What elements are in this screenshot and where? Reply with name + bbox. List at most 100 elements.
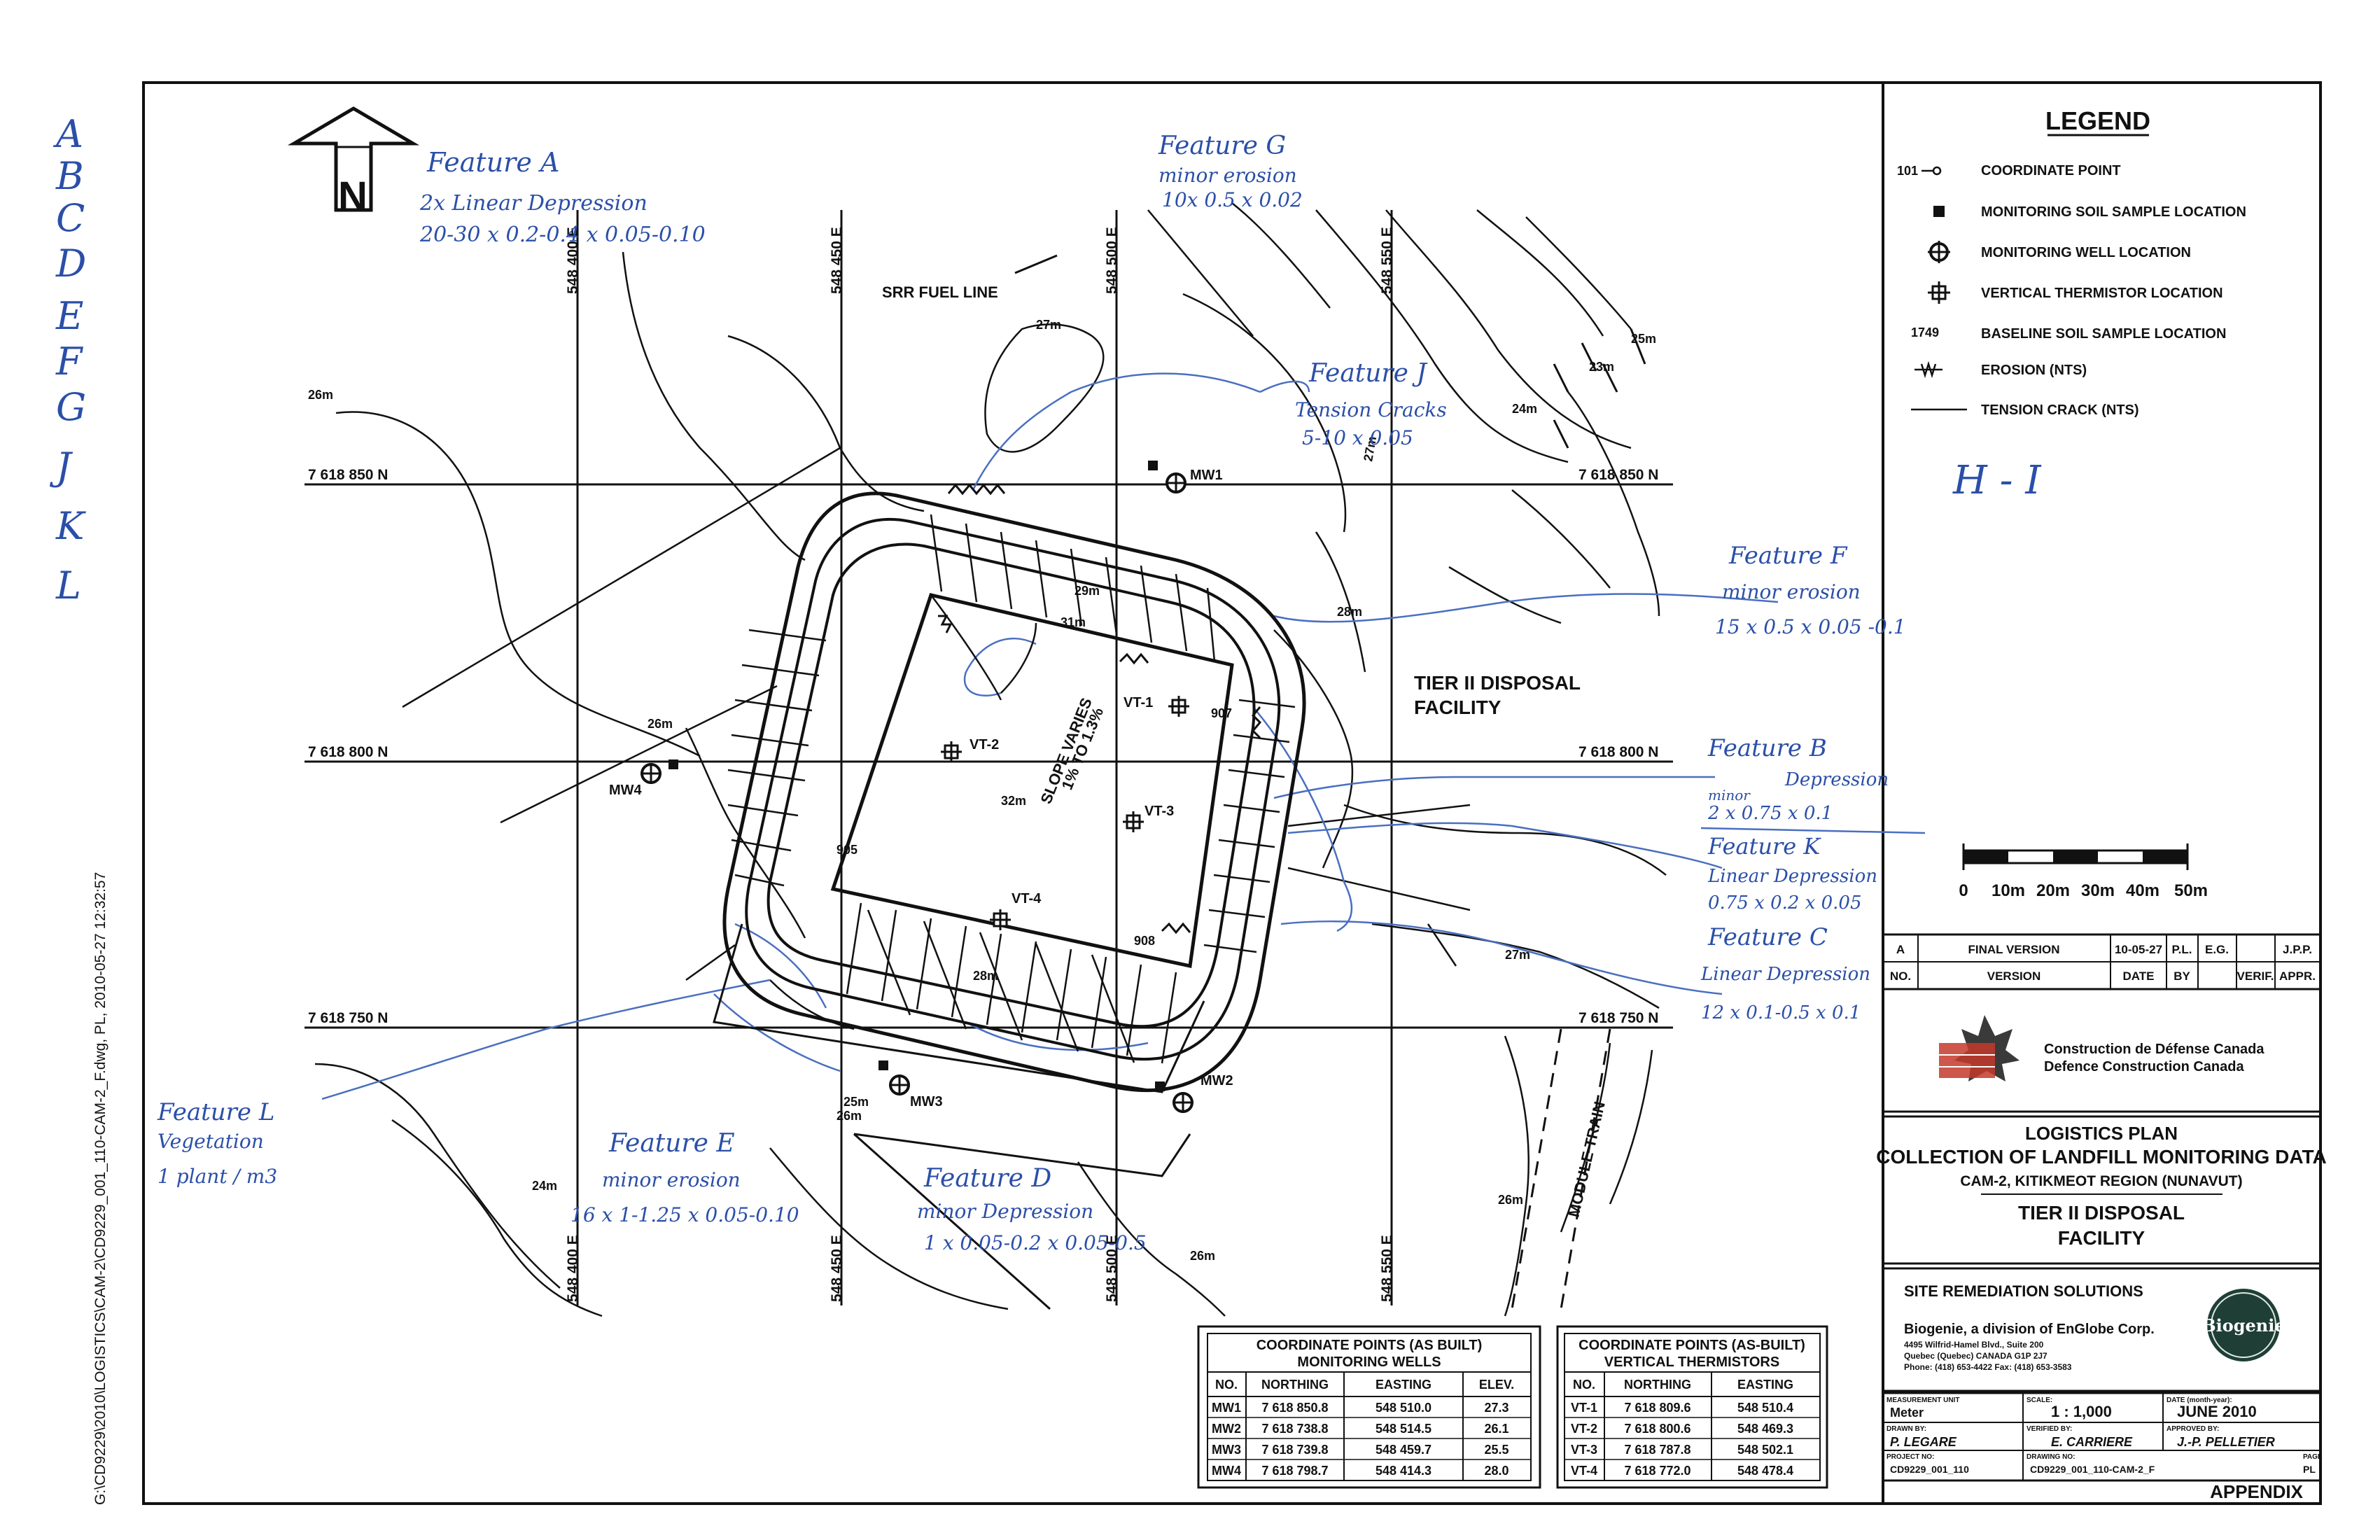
legend-item: VERTICAL THERMISTOR LOCATION — [1928, 281, 2223, 304]
scale-tick: 40m — [2126, 881, 2160, 900]
easting-label: 548 450 E — [829, 1235, 845, 1302]
svg-text:BASELINE SOIL SAMPLE LOCATION: BASELINE SOIL SAMPLE LOCATION — [1981, 326, 2226, 342]
title-line: COLLECTION OF LANDFILL MONITORING DATA — [1876, 1146, 2326, 1168]
table-header: EASTING — [1376, 1378, 1432, 1392]
table-title: MONITORING WELLS — [1297, 1354, 1441, 1370]
title-line: FACILITY — [2058, 1227, 2146, 1249]
svg-text:548 459.7: 548 459.7 — [1376, 1443, 1432, 1457]
contour-label: 27m — [1036, 318, 1061, 332]
svg-text:101: 101 — [1897, 164, 1918, 178]
margin-letter: J — [49, 444, 74, 489]
consultant-block: SITE REMEDIATION SOLUTIONS Biogenie, a d… — [1882, 1267, 2322, 1392]
svg-text:Feature E: Feature E — [608, 1129, 735, 1158]
thermistor: VT-2 — [941, 737, 999, 762]
consultant-address: 4495 Wilfrid-Hamel Blvd., Suite 200 — [1904, 1340, 2044, 1350]
svg-text:2x Linear Depression: 2x Linear Depression — [419, 191, 648, 216]
margin-letter: E — [55, 294, 83, 338]
svg-text:TENSION CRACK (NTS): TENSION CRACK (NTS) — [1981, 402, 2139, 418]
svg-text:CD9229_001_110-CAM-2_F: CD9229_001_110-CAM-2_F — [2030, 1464, 2155, 1475]
legend-item: EROSION (NTS) — [1914, 360, 2087, 379]
svg-text:COORDINATE POINT: COORDINATE POINT — [1981, 163, 2121, 178]
svg-text:P. LEGARE: P. LEGARE — [1890, 1435, 1957, 1449]
svg-text:Meter: Meter — [1890, 1406, 1924, 1420]
svg-text:10x 0.5 x 0.02: 10x 0.5 x 0.02 — [1162, 188, 1303, 211]
point-label: 905 — [836, 843, 858, 857]
svg-text:PROJECT NO:: PROJECT NO: — [1886, 1453, 1934, 1461]
table-header: EASTING — [1737, 1378, 1793, 1392]
thermistor: VT-1 — [1124, 695, 1189, 717]
feature-l-note: Feature L Vegetation 1 plant / m3 — [157, 1098, 277, 1188]
wells-coordinate-table: COORDINATE POINTS (AS BUILT) MONITORING … — [1197, 1325, 1541, 1489]
svg-text:Depression: Depression — [1784, 769, 1889, 790]
svg-text:MONITORING WELL LOCATION: MONITORING WELL LOCATION — [1981, 245, 2191, 260]
svg-text:548 414.3: 548 414.3 — [1376, 1464, 1432, 1478]
svg-text:26.1: 26.1 — [1484, 1422, 1508, 1436]
thermistor-label: VT-4 — [1011, 891, 1042, 906]
northing-label: 7 618 800 N — [1578, 744, 1658, 760]
svg-text:548 510.0: 548 510.0 — [1376, 1401, 1432, 1415]
svg-text:E.G.: E.G. — [2205, 943, 2229, 956]
svg-text:MEASUREMENT UNIT: MEASUREMENT UNIT — [1886, 1396, 1959, 1404]
monitoring-well: MW1 — [1148, 461, 1223, 493]
svg-text:7 618 772.0: 7 618 772.0 — [1624, 1464, 1690, 1478]
fuel-line-label: SRR FUEL LINE — [882, 284, 998, 301]
feature-f-note: Feature F minor erosion 15 x 0.5 x 0.05 … — [1715, 542, 1906, 638]
agency-block: Construction de Défense Canada Defence C… — [1882, 988, 2322, 1113]
consultant-logo — [2207, 1289, 2280, 1362]
margin-letter: G — [56, 385, 86, 429]
svg-text:PAGE: PAGE — [2303, 1453, 2323, 1461]
svg-text:Feature J: Feature J — [1308, 359, 1428, 388]
svg-text:Feature L: Feature L — [157, 1098, 274, 1126]
agency-logo — [1939, 1015, 2019, 1082]
easting-label: 548 400 E — [565, 227, 581, 294]
module-train-label: MODULE TRAIN — [1565, 1100, 1609, 1219]
svg-text:0.75 x 0.2 x 0.05: 0.75 x 0.2 x 0.05 — [1708, 892, 1862, 913]
agency-name-fr: Construction de Défense Canada — [2044, 1042, 2264, 1057]
contour-label: 23m — [1589, 360, 1614, 374]
svg-text:1 : 1,000: 1 : 1,000 — [2051, 1403, 2112, 1420]
easting-label: 548 550 E — [1379, 227, 1395, 294]
svg-text:Feature K: Feature K — [1707, 833, 1821, 860]
file-path: G:\CD9229\2010\LOGISTICS\CAM-2\CD9229_00… — [92, 872, 108, 1505]
northing-label: 7 618 850 N — [1578, 467, 1658, 483]
svg-text:548 514.5: 548 514.5 — [1376, 1422, 1432, 1436]
svg-text:MW4: MW4 — [1212, 1464, 1241, 1478]
svg-text:DATE (month-year):: DATE (month-year): — [2166, 1396, 2232, 1404]
consultant-phone: Phone: (418) 653-4422 Fax: (418) 653-358… — [1904, 1362, 2072, 1372]
northing-label: 7 618 800 N — [308, 744, 388, 760]
svg-text:APPROVED BY:: APPROVED BY: — [2166, 1425, 2219, 1433]
svg-text:27.3: 27.3 — [1484, 1401, 1508, 1415]
svg-text:12 x 0.1-0.5 x 0.1: 12 x 0.1-0.5 x 0.1 — [1701, 1002, 1861, 1023]
feature-b-note: Feature B Depression minor 2 x 0.75 x 0.… — [1707, 734, 1889, 824]
well-label: MW3 — [910, 1094, 943, 1110]
facility-label: FACILITY — [1414, 696, 1502, 718]
svg-text:Feature C: Feature C — [1707, 923, 1828, 951]
consultant-heading: SITE REMEDIATION SOLUTIONS — [1904, 1282, 2143, 1300]
thermistors-coordinate-table: COORDINATE POINTS (AS-BUILT) VERTICAL TH… — [1556, 1325, 1828, 1489]
svg-text:20-30 x 0.2-0.4 x 0.05-0.10: 20-30 x 0.2-0.4 x 0.05-0.10 — [419, 223, 706, 247]
svg-text:28.0: 28.0 — [1484, 1464, 1508, 1478]
svg-text:7 618 850.8: 7 618 850.8 — [1261, 1401, 1328, 1415]
table-header: NO. — [1573, 1378, 1595, 1392]
table-row: MW1 7 618 850.8 548 510.0 27.3 — [1212, 1401, 1509, 1415]
svg-text:16 x 1-1.25 x 0.05-0.10: 16 x 1-1.25 x 0.05-0.10 — [570, 1203, 799, 1226]
svg-text:MW1: MW1 — [1212, 1401, 1241, 1415]
svg-text:Linear Depression: Linear Depression — [1700, 964, 1870, 985]
contour-label: 26m — [648, 717, 673, 731]
svg-text:VT-1: VT-1 — [1571, 1401, 1597, 1415]
table-header: ELEV. — [1479, 1378, 1514, 1392]
legend-item: 101 COORDINATE POINT — [1897, 163, 2121, 178]
svg-text:VT-3: VT-3 — [1571, 1443, 1597, 1457]
svg-text:15 x 0.5 x 0.05 -0.1: 15 x 0.5 x 0.05 -0.1 — [1715, 615, 1906, 638]
easting-label: 548 500 E — [1104, 1235, 1120, 1302]
svg-text:7 618 787.8: 7 618 787.8 — [1624, 1443, 1690, 1457]
table-title: COORDINATE POINTS (AS-BUILT) — [1578, 1338, 1805, 1353]
svg-text:Feature A: Feature A — [426, 147, 559, 178]
svg-text:DATE: DATE — [2122, 969, 2154, 983]
point-label: 907 — [1211, 706, 1232, 720]
well-label: MW4 — [609, 783, 643, 798]
